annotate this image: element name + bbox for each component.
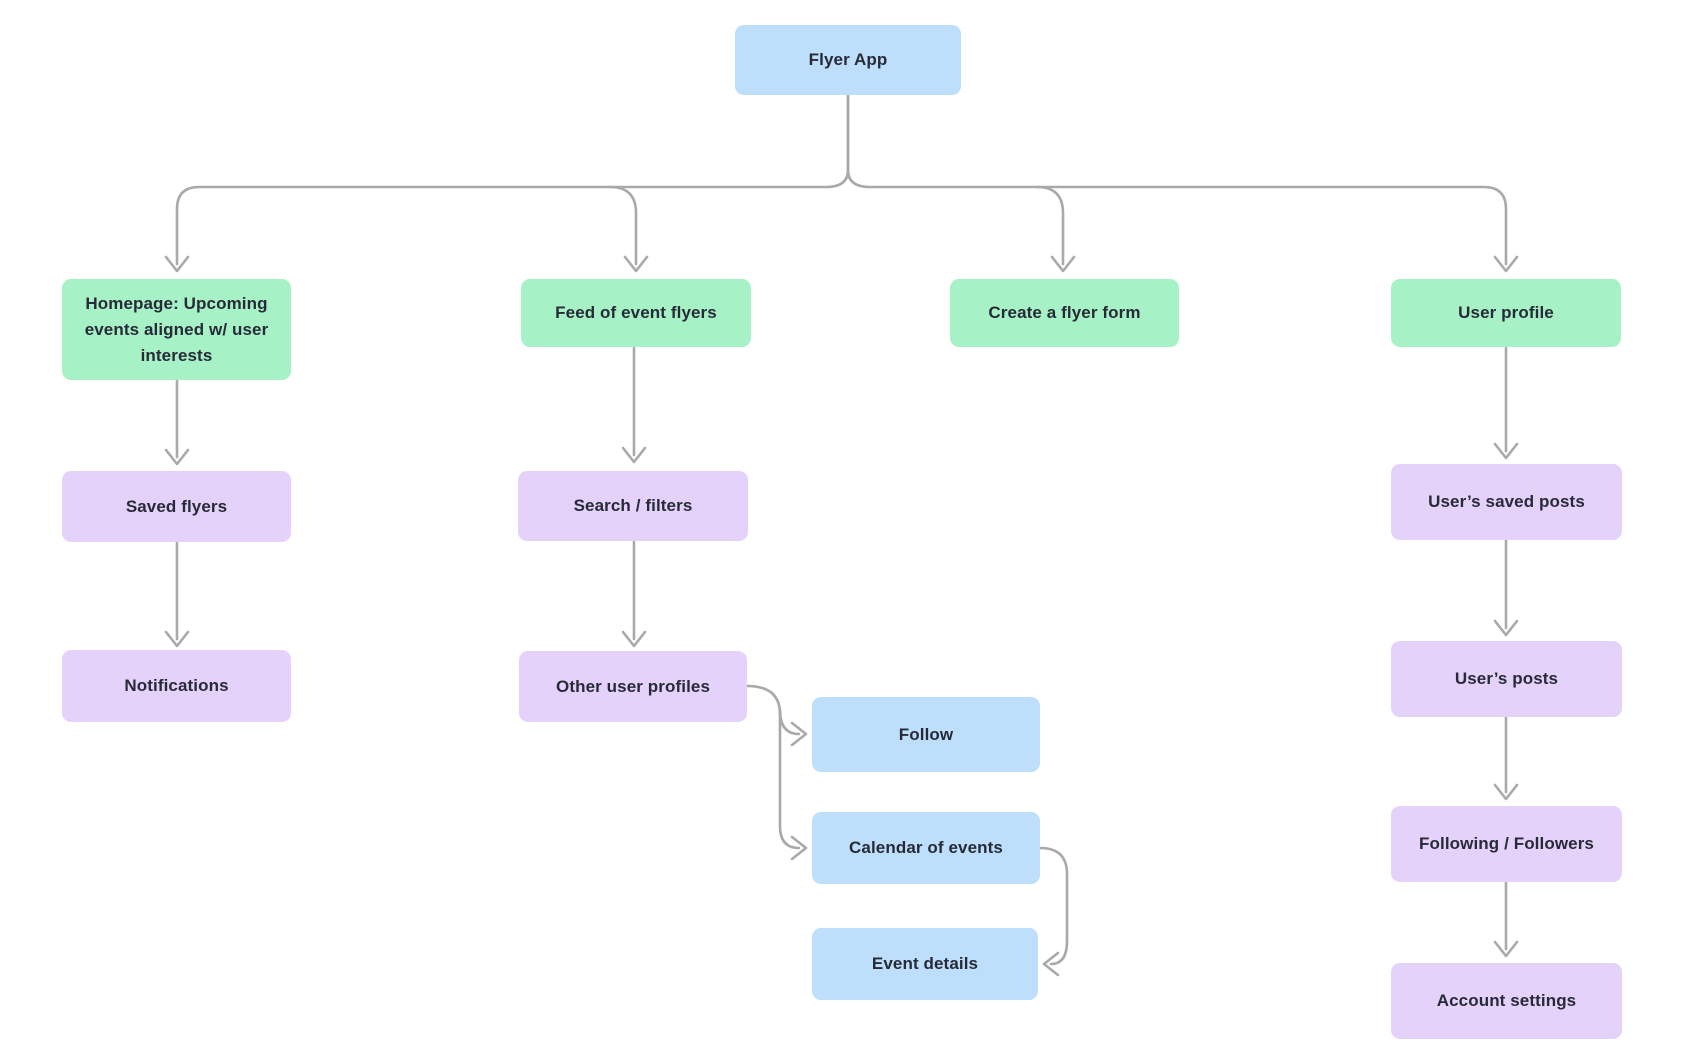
node-homepage[interactable]: Homepage: Upcoming events aligned w/ use… xyxy=(62,279,291,380)
arrowhead-saved-posts-to-users-posts xyxy=(1493,619,1519,637)
arrowhead-other-profiles-to-calendar xyxy=(790,835,808,861)
node-label-account-settings: Account settings xyxy=(1436,991,1577,1010)
node-users-posts[interactable]: User’s posts xyxy=(1391,641,1622,717)
node-notifications[interactable]: Notifications xyxy=(62,650,291,722)
edge-other-profiles-to-follow xyxy=(778,708,801,736)
node-label-flyer-app: Flyer App xyxy=(808,50,888,69)
node-label-search-filters: Search / filters xyxy=(573,496,693,515)
node-event-details[interactable]: Event details xyxy=(812,928,1038,1000)
node-label-saved-flyers: Saved flyers xyxy=(125,496,228,516)
arrowhead-user-profile-to-saved-posts xyxy=(1493,442,1519,460)
arrowhead-feed-to-search-filters xyxy=(621,446,647,464)
node-following-followers[interactable]: Following / Followers xyxy=(1391,806,1622,882)
node-label-follow: Follow xyxy=(898,724,954,744)
node-feed[interactable]: Feed of event flyers xyxy=(521,279,751,347)
node-label-feed: Feed of event flyers xyxy=(555,303,717,322)
node-user-profile[interactable]: User profile xyxy=(1391,279,1621,347)
node-label-following-followers: Following / Followers xyxy=(1419,834,1594,853)
node-users-saved-posts[interactable]: User’s saved posts xyxy=(1391,464,1622,540)
node-label-other-user-profiles: Other user profiles xyxy=(556,676,710,696)
node-create-flyer-form[interactable]: Create a flyer form xyxy=(950,279,1179,347)
node-label-users-posts: User’s posts xyxy=(1454,669,1559,688)
arrowhead-homepage-to-saved-flyers xyxy=(164,448,190,466)
node-flyer-app[interactable]: Flyer App xyxy=(735,25,961,95)
arrowhead-flyer-app-to-feed xyxy=(623,255,649,273)
node-calendar-of-events[interactable]: Calendar of events xyxy=(812,812,1040,884)
edge-flyer-app-to-create-flyer-form xyxy=(1035,185,1065,266)
edge-flyer-app-to-homepage xyxy=(175,93,850,266)
node-other-user-profiles[interactable]: Other user profiles xyxy=(519,651,747,722)
node-saved-flyers[interactable]: Saved flyers xyxy=(62,471,291,542)
node-search-filters[interactable]: Search / filters xyxy=(518,471,748,541)
node-label-users-saved-posts: User’s saved posts xyxy=(1428,492,1585,511)
arrowhead-flyer-app-to-homepage xyxy=(164,255,190,273)
arrowhead-search-filters-to-other-profiles xyxy=(621,630,647,648)
edge-flyer-app-to-feed xyxy=(608,185,638,266)
node-label-create-flyer-form: Create a flyer form xyxy=(988,303,1141,322)
edge-calendar-to-event-details xyxy=(1038,846,1069,966)
node-label-homepage: Homepage: Upcoming events aligned w/ use… xyxy=(84,293,269,365)
arrowhead-users-posts-to-following xyxy=(1493,783,1519,801)
edge-other-profiles-to-calendar xyxy=(745,684,801,850)
arrowhead-flyer-app-to-user-profile xyxy=(1493,255,1519,273)
arrowhead-saved-flyers-to-notifications xyxy=(164,630,190,648)
node-account-settings[interactable]: Account settings xyxy=(1391,963,1622,1039)
node-label-notifications: Notifications xyxy=(124,676,229,695)
node-label-calendar-of-events: Calendar of events xyxy=(849,838,1003,857)
arrowhead-flyer-app-to-create-flyer-form xyxy=(1050,255,1076,273)
node-label-user-profile: User profile xyxy=(1458,303,1554,322)
node-follow[interactable]: Follow xyxy=(812,697,1040,772)
arrowhead-following-to-account-settings xyxy=(1493,940,1519,958)
arrowhead-other-profiles-to-follow xyxy=(790,721,808,747)
edge-flyer-app-to-user-profile xyxy=(846,93,1508,266)
node-label-event-details: Event details xyxy=(871,954,979,973)
arrowhead-calendar-to-event-details xyxy=(1042,951,1060,977)
